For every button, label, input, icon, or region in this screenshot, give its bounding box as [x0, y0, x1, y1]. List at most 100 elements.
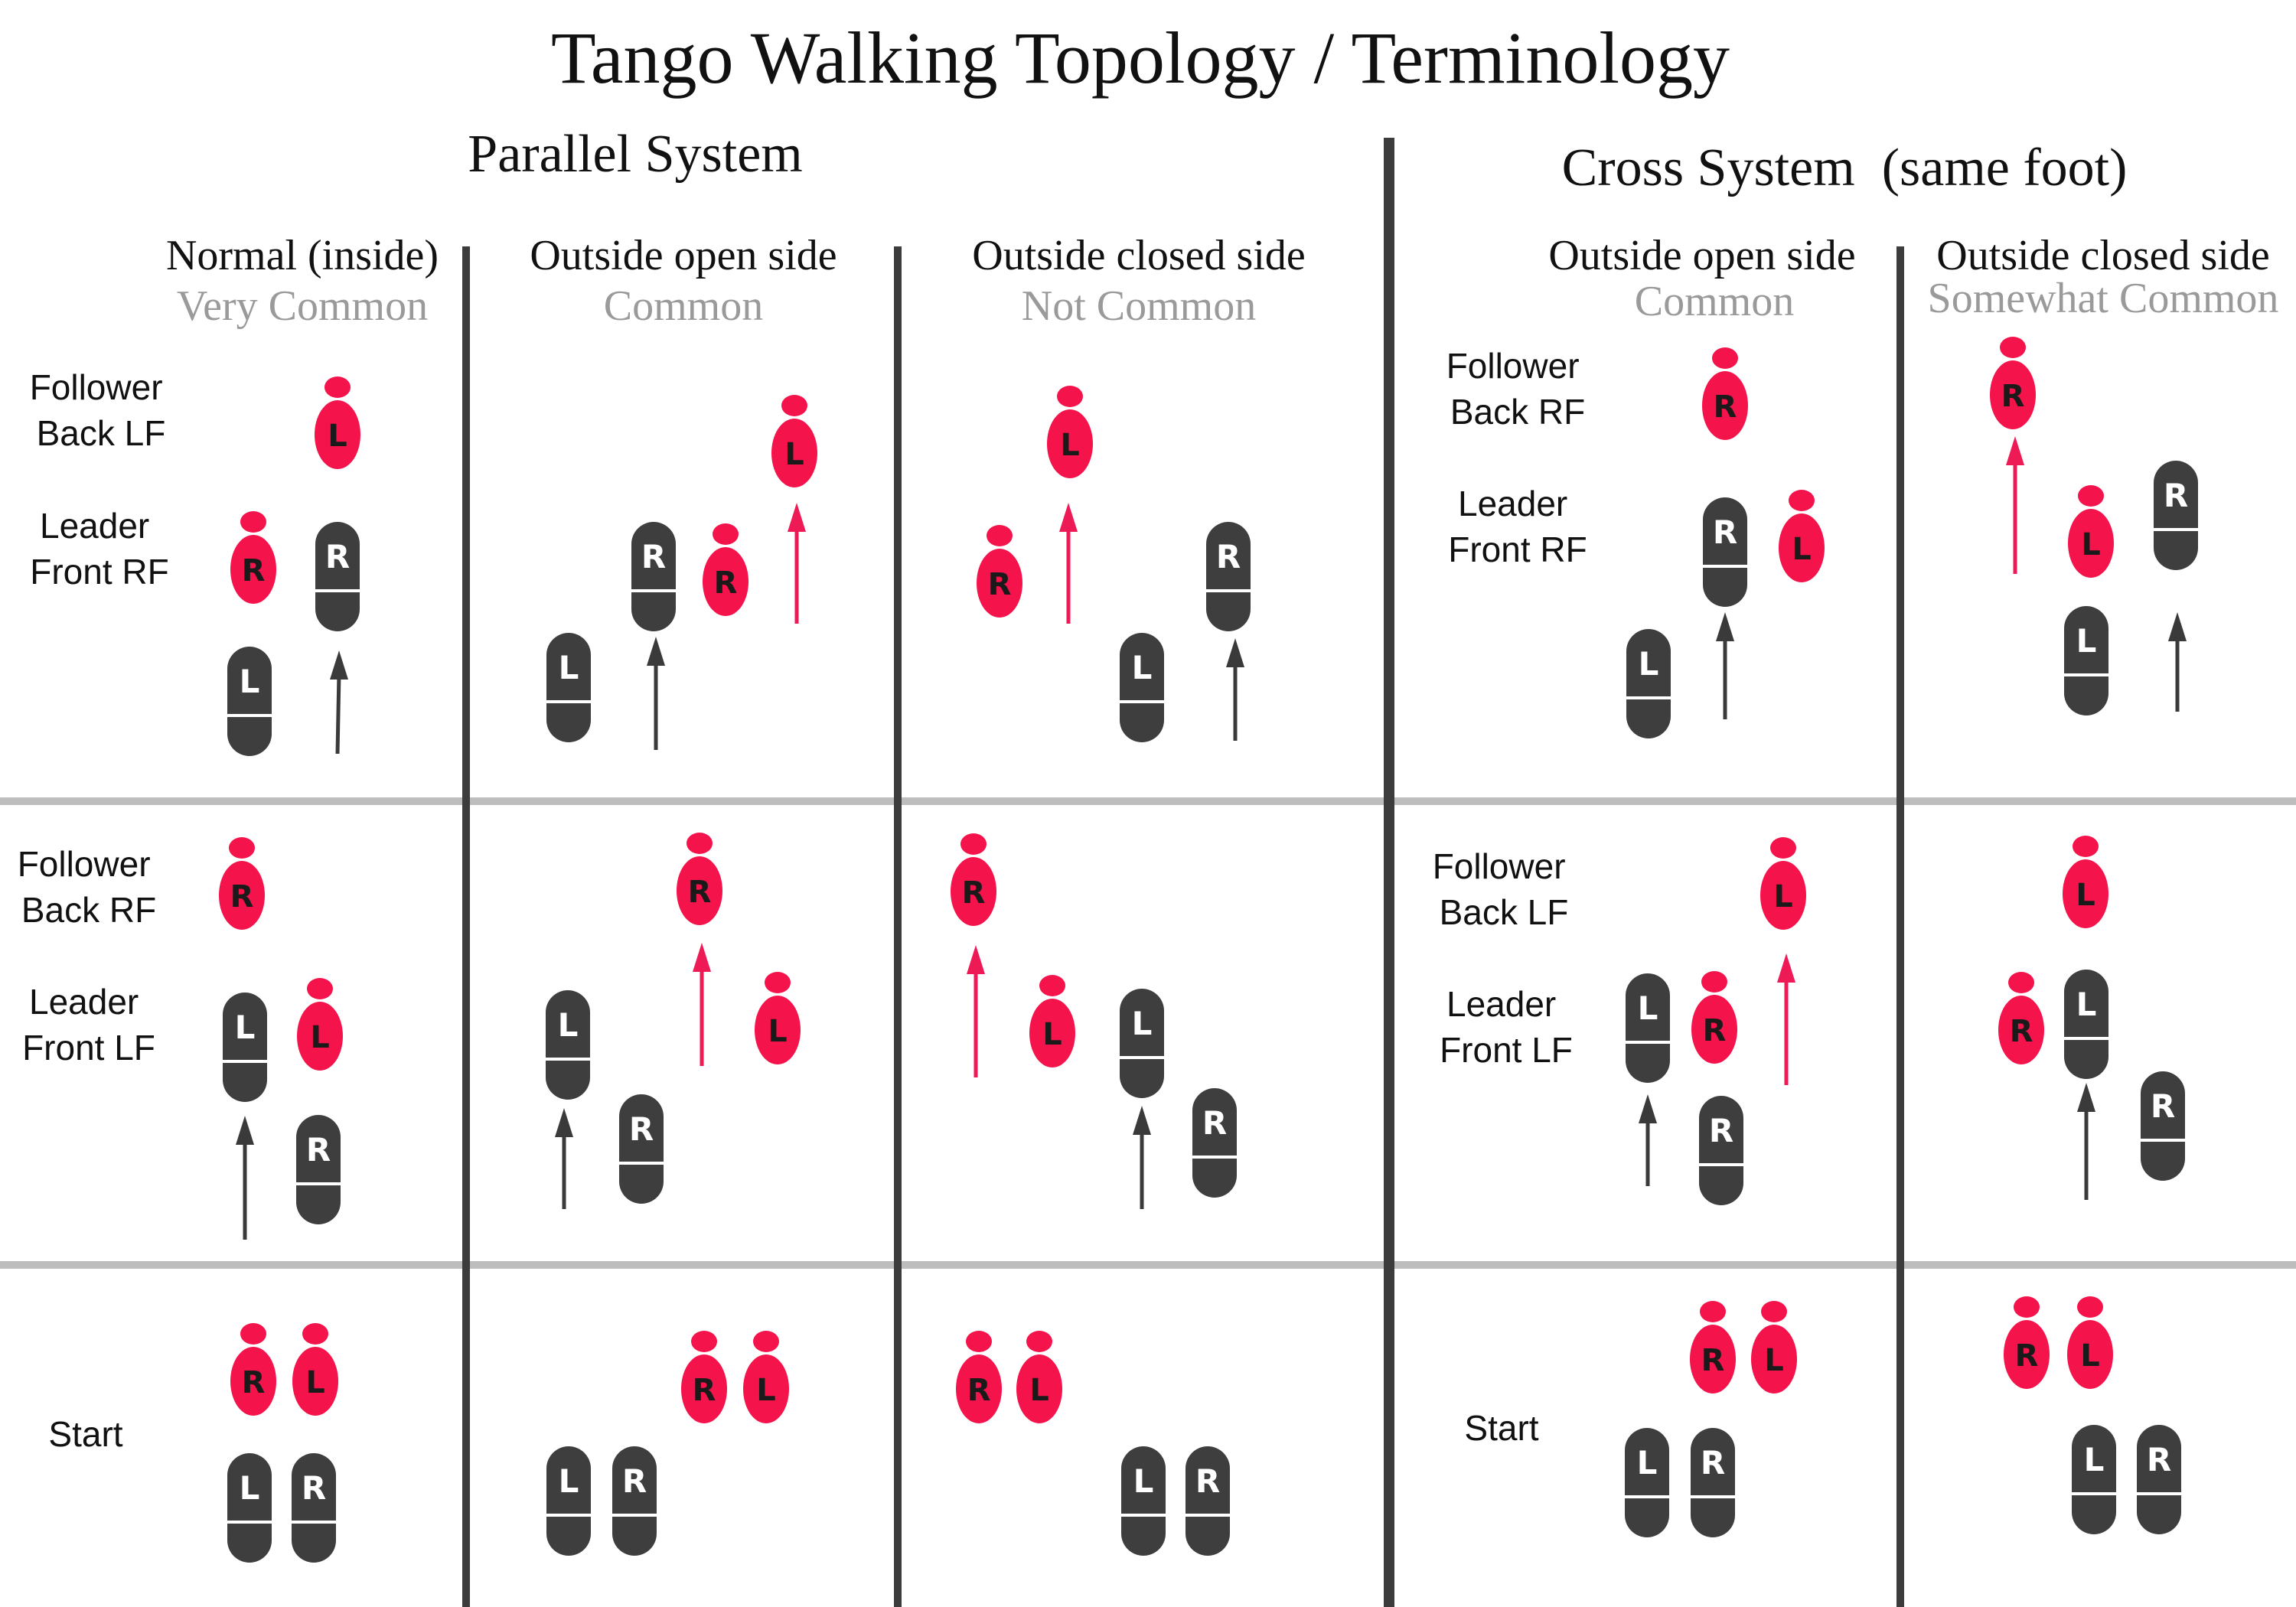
follower-heel-dot	[781, 395, 807, 416]
foot-letter: L	[558, 1006, 579, 1044]
leader-foot-r-row1-normal: R	[315, 522, 360, 631]
follower-heel-dot	[302, 1323, 328, 1345]
follower-heel-dot	[1789, 490, 1815, 511]
foot-letter: L	[1029, 1373, 1049, 1408]
leader-step-arrow	[2168, 612, 2187, 712]
foot-letter: L	[2076, 986, 2097, 1023]
foot-letter: L	[1792, 532, 1812, 567]
follower-heel-dot	[2078, 485, 2104, 507]
follower-foot-r-row2-normal: R	[219, 837, 265, 930]
column-title-cross-closed: Outside closed side	[1936, 232, 2269, 279]
follower-heel-dot	[960, 833, 987, 855]
foot-letter: R	[693, 1373, 716, 1408]
follower-step-arrow	[1777, 953, 1795, 1085]
leader-foot-l-row3-cross-open: L	[1625, 1428, 1669, 1537]
foot-letter: R	[2001, 379, 2025, 414]
leader-foot-l-row3-par-closed: L	[1121, 1446, 1166, 1556]
follower-foot-l-row1-par-closed: L	[1047, 386, 1093, 478]
foot-letter: L	[240, 663, 260, 700]
leader-foot-r-row3-cross-closed: R	[2137, 1425, 2181, 1534]
foot-letter: R	[242, 1365, 266, 1400]
follower-heel-dot	[2000, 337, 2026, 358]
foot-letter: L	[2076, 878, 2095, 913]
foot-letter: R	[2015, 1338, 2039, 1374]
cross-system-label: Cross System (same foot)	[1562, 139, 2128, 197]
follower-foot-r-row1-cross-closed: R	[1990, 337, 2036, 429]
follower-heel-dot	[765, 972, 791, 993]
follower-heel-dot	[240, 1323, 266, 1345]
follower-foot-l-row3-normal: L	[292, 1323, 338, 1416]
follower-foot-l-row3-par-open: L	[743, 1331, 789, 1423]
row2-follower-label: Follower Back RF	[18, 844, 161, 930]
follower-heel-dot	[2014, 1296, 2040, 1318]
foot-letter: L	[559, 1462, 579, 1500]
follower-foot-l-row1-cross-open: L	[1779, 490, 1825, 582]
leader-foot-r-row2-cross-open: R	[1699, 1096, 1743, 1205]
follower-heel-dot	[2077, 1296, 2103, 1318]
follower-foot-l-row3-cross-closed: L	[2067, 1296, 2113, 1389]
follower-heel-dot	[687, 833, 713, 854]
follower-heel-dot	[1700, 1301, 1726, 1322]
follower-heel-dot	[2073, 836, 2099, 857]
leader-step-arrow	[555, 1108, 573, 1209]
foot-letter: L	[240, 1469, 260, 1507]
column-frequency-cross-open: Common	[1635, 278, 1794, 325]
leader-foot-l-row2-par-closed: L	[1120, 989, 1164, 1098]
column-frequency-cross-closed: Somewhat Common	[1928, 275, 2279, 322]
foot-letter: R	[988, 567, 1012, 602]
foot-letter: L	[559, 649, 579, 686]
follower-heel-dot	[1057, 386, 1083, 407]
foot-letter: L	[1132, 649, 1153, 686]
follower-heel-dot	[1761, 1301, 1787, 1322]
column-title-normal: Normal (inside)	[166, 232, 439, 279]
foot-letter: R	[2147, 1441, 2171, 1478]
foot-letter: R	[1701, 1343, 1725, 1378]
leader-foot-r-row3-cross-open: R	[1691, 1428, 1735, 1537]
row2-cross-follower-label: Follower Back LF	[1433, 846, 1576, 932]
follower-foot-l-row2-cross-open: L	[1760, 837, 1806, 930]
foot-letter: L	[756, 1373, 776, 1408]
foot-letter: L	[1042, 1017, 1062, 1052]
foot-letter: R	[1713, 513, 1737, 551]
leader-step-arrow	[1226, 638, 1244, 741]
leader-foot-l-row2-cross-open: L	[1626, 973, 1670, 1083]
leader-foot-l-row2-par-open: L	[546, 990, 590, 1100]
follower-foot-r-row2-cross-closed: R	[1998, 972, 2044, 1064]
follower-heel-dot	[2008, 972, 2034, 993]
row2-cross-leader-label: Leader Front LF	[1440, 984, 1573, 1070]
follower-foot-l-row1-normal: L	[315, 376, 360, 469]
follower-foot-r-row1-cross-open: R	[1702, 347, 1748, 440]
follower-heel-dot	[691, 1331, 717, 1352]
follower-foot-r-row3-cross-closed: R	[2004, 1296, 2050, 1389]
foot-letter: R	[962, 875, 986, 911]
follower-foot-l-row3-cross-open: L	[1751, 1301, 1797, 1393]
leader-foot-r-row3-par-closed: R	[1186, 1446, 1230, 1556]
leader-foot-r-row1-par-closed: R	[1206, 522, 1251, 631]
follower-foot-r-row1-normal: R	[230, 511, 276, 604]
leader-foot-l-row1-normal: L	[227, 647, 272, 756]
foot-letter: R	[1195, 1462, 1220, 1500]
follower-foot-r-row1-par-open: R	[703, 523, 748, 616]
foot-letter: R	[629, 1110, 654, 1148]
leader-foot-r-row2-normal: R	[296, 1115, 341, 1224]
foot-letter: R	[2164, 477, 2188, 514]
column-title-parallel-open: Outside open side	[530, 232, 837, 279]
foot-letter: R	[622, 1462, 647, 1500]
foot-letter: L	[2076, 622, 2097, 660]
diagram-title: Tango Walking Topology / Terminology	[551, 17, 1730, 99]
follower-heel-dot	[966, 1331, 992, 1352]
follower-heel-dot	[1701, 971, 1727, 993]
leader-step-arrow	[330, 650, 348, 755]
leader-step-arrow	[647, 637, 665, 750]
foot-letter: L	[1773, 879, 1793, 914]
foot-letter: L	[784, 437, 804, 472]
row2-leader-label: Leader Front LF	[22, 982, 155, 1068]
leader-foot-l-row2-normal: L	[223, 993, 267, 1102]
follower-heel-dot	[1770, 837, 1796, 859]
follower-foot-l-row1-cross-closed: L	[2068, 485, 2114, 578]
leader-foot-r-row3-par-open: R	[612, 1446, 657, 1556]
leader-foot-r-row1-cross-open: R	[1703, 497, 1747, 607]
foot-letter: R	[230, 879, 254, 914]
